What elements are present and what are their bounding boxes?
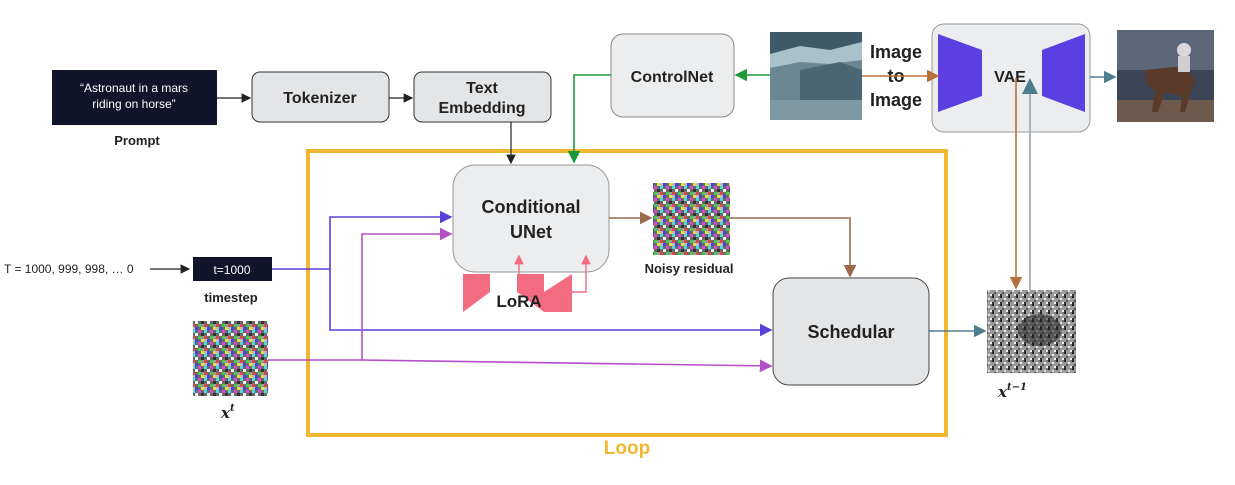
arrow-latent-to-scheduler — [361, 359, 773, 373]
timestep-range: T = 1000, 999, 998, … 0 — [4, 262, 134, 276]
prompt-text-line2: riding on horse” — [92, 97, 175, 111]
timestep-value: t=1000 — [213, 263, 250, 277]
image-to-image-line3: Image — [870, 90, 922, 110]
unet-line1: Conditional — [482, 197, 581, 217]
lora-block — [463, 274, 572, 312]
arrow-timestep-to-unet — [272, 210, 453, 270]
vae-encoder — [938, 34, 982, 112]
lora-label: LoRA — [496, 292, 541, 311]
latent-output-shadow — [1018, 314, 1062, 346]
noisy-residual-label: Noisy residual — [645, 261, 734, 276]
latent-output-label: xt−1 — [997, 382, 1027, 401]
unet-line2: UNet — [510, 222, 552, 242]
arrow-controlnet-to-unet — [567, 74, 611, 164]
latent-output-sup: t−1 — [1007, 382, 1027, 393]
text-embedding-line2: Embedding — [438, 100, 525, 117]
latent-input-sup: t — [230, 403, 235, 414]
timestep-box — [193, 257, 272, 281]
latent-input-x: x — [220, 404, 231, 422]
text-embedding-line1: Text — [466, 80, 498, 97]
tokenizer-label: Tokenizer — [283, 90, 357, 107]
text-embedding-box — [413, 71, 552, 123]
loop-frame — [306, 149, 948, 437]
controlnet-label: ControlNet — [631, 69, 714, 86]
loop-label: Loop — [604, 438, 650, 459]
arrow-timestep-to-scheduler — [329, 269, 773, 337]
prompt-label: Prompt — [114, 133, 160, 148]
unet-box — [452, 164, 610, 273]
vae-decoder — [1042, 34, 1085, 112]
arrow-latent-to-unet — [268, 227, 453, 361]
output-image — [1117, 30, 1214, 122]
scheduler-label: Schedular — [807, 322, 894, 342]
control-image — [770, 32, 862, 120]
prompt-text-line1: “Astronaut in a mars — [80, 81, 188, 95]
latent-input-image — [193, 321, 268, 396]
arrow-lora-right — [572, 254, 591, 293]
arrow-residual-to-scheduler — [730, 217, 857, 278]
tokenizer-box — [251, 71, 390, 123]
prompt-box — [52, 70, 217, 125]
latent-input-label: xt — [220, 403, 235, 422]
image-to-image-line1: Image — [870, 42, 922, 62]
latent-output-x: x — [997, 383, 1008, 401]
vae-label: VAE — [994, 69, 1026, 86]
timestep-label: timestep — [204, 290, 258, 305]
noisy-residual-image — [653, 183, 730, 255]
